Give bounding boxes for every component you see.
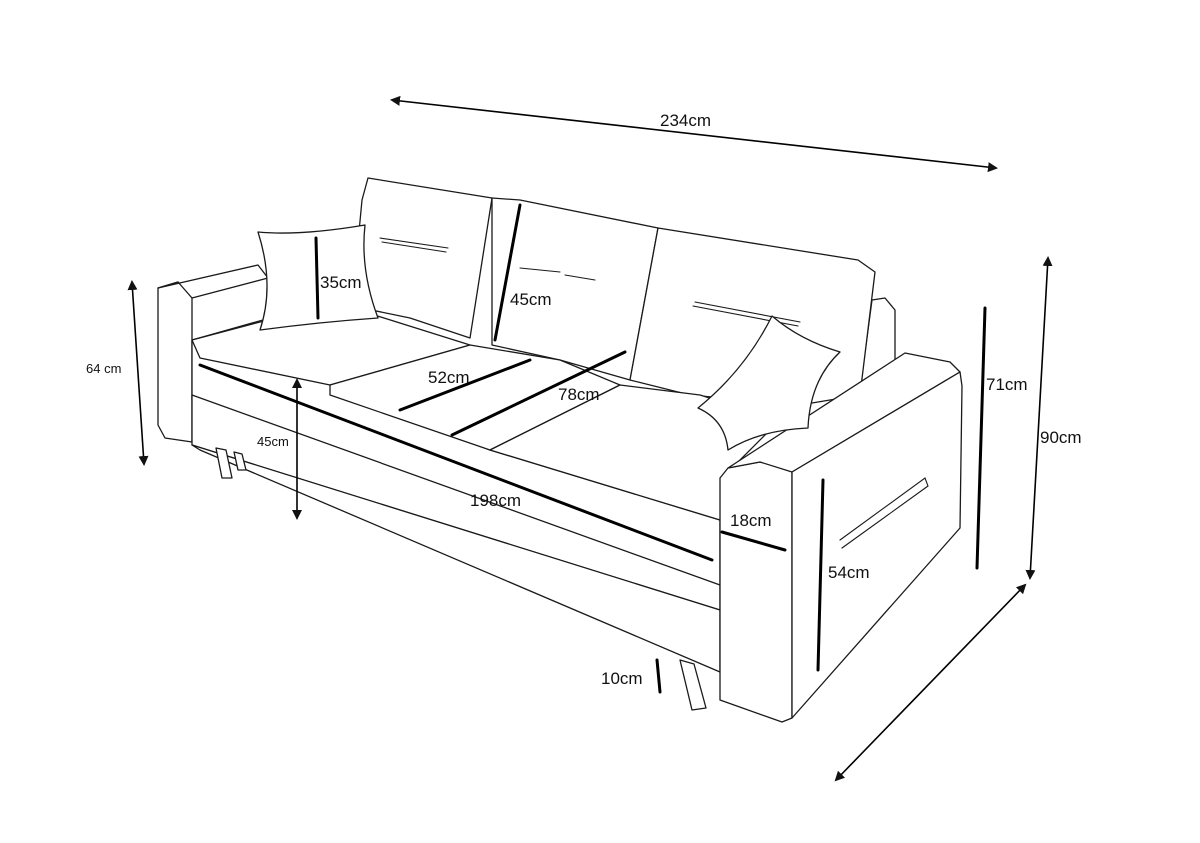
- backrest-height-line: [975, 306, 987, 570]
- label-seat-depth: 78cm: [558, 385, 600, 404]
- label-armrest-height: 54cm: [828, 563, 870, 582]
- armrest-height-line: [816, 478, 825, 672]
- total-width-arrow: [390, 95, 998, 173]
- seat-cushion-line: [398, 358, 532, 412]
- stitch-middle: [519, 267, 596, 281]
- label-seat-height: 45cm: [257, 434, 289, 449]
- pillow-right: [697, 315, 841, 451]
- label-arm-height-left: 64 cm: [86, 361, 121, 376]
- left-leg: [215, 447, 233, 479]
- right-leg: [679, 659, 707, 711]
- arm-height-arrow: [127, 280, 149, 466]
- label-backrest-height: 71cm: [986, 375, 1028, 394]
- label-total-width: 234cm: [660, 111, 711, 130]
- label-total-height: 90cm: [1040, 428, 1082, 447]
- pillow-size-line: [314, 236, 320, 320]
- sleeping-width-line: [198, 363, 714, 562]
- total-depth-arrow: [834, 583, 1027, 782]
- leg-height-line: [655, 658, 662, 694]
- label-back-cushion: 45cm: [510, 290, 552, 309]
- seat-depth-line: [450, 350, 627, 437]
- back-cushion-line: [493, 203, 522, 342]
- label-armrest-width: 18cm: [730, 511, 772, 530]
- left-arm-side: [157, 281, 193, 443]
- label-pillow-size: 35cm: [320, 273, 362, 292]
- left-back-leg: [233, 451, 247, 471]
- label-sleeping-width: 198cm: [470, 491, 521, 510]
- label-seat-cushion: 52cm: [428, 368, 470, 387]
- dimension-lines: [127, 95, 1053, 782]
- right-arm-side: [791, 371, 963, 719]
- right-arm-front: [719, 461, 793, 723]
- arm-groove: [839, 477, 929, 549]
- left-arm-top: [157, 264, 269, 299]
- label-leg-height: 10cm: [601, 669, 643, 688]
- stitch-left: [379, 237, 449, 253]
- armrest-width-line: [720, 530, 787, 552]
- total-height-arrow: [1025, 256, 1053, 580]
- dimension-labels: 234cm 90cm 71cm 64 cm 45cm 35cm 45cm 52c…: [86, 111, 1082, 688]
